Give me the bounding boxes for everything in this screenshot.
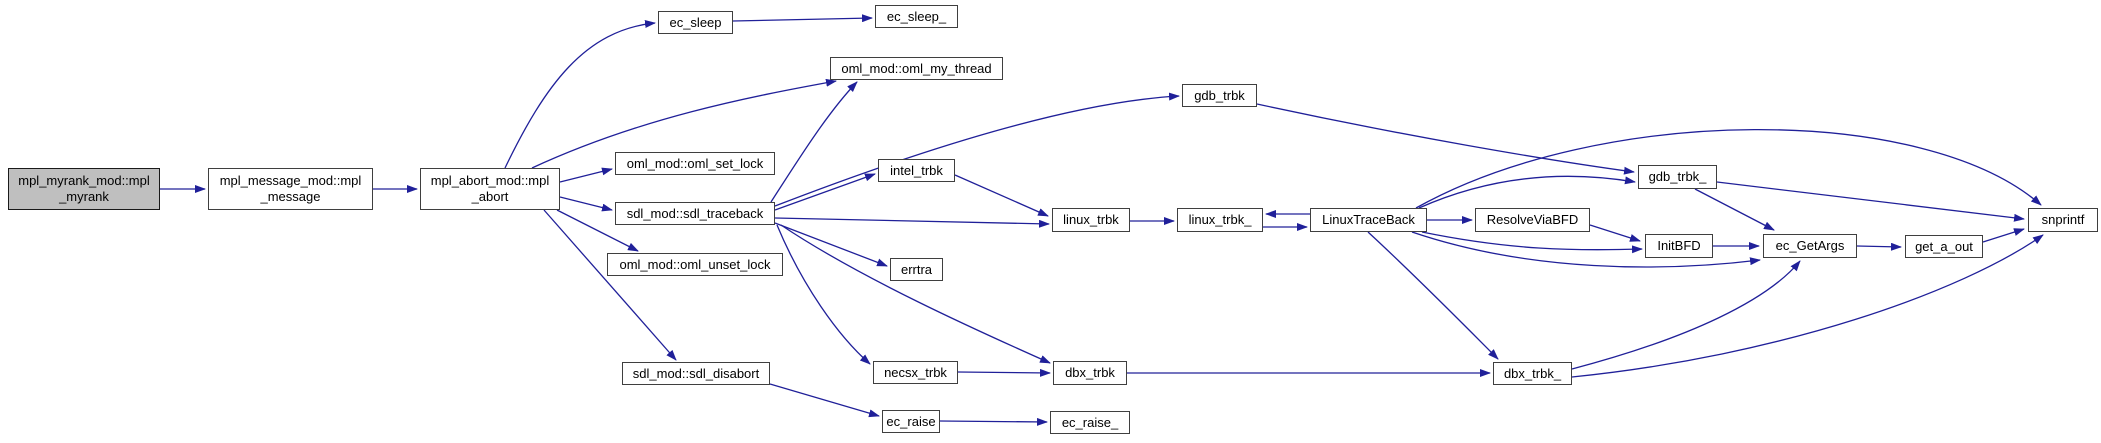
node-mpl_myrank[interactable]: mpl_myrank_mod::mpl _myrank (8, 168, 160, 210)
edge-mpl_abort-to-sdl_disabort (543, 209, 677, 361)
edge-gdb_trbk_-to-snprintf (1716, 181, 2025, 222)
node-linux_trbk[interactable]: linux_trbk (1052, 208, 1130, 232)
node-InitBFD[interactable]: InitBFD (1645, 234, 1713, 258)
node-sdl_disabort[interactable]: sdl_mod::sdl_disabort (622, 362, 770, 385)
edge-ec_sleep-to-ec_sleep_ (732, 14, 873, 23)
edge-dbx_trbk_-to-ec_GetArgs (1571, 260, 1801, 370)
edge-necsx_trbk-to-dbx_trbk (957, 368, 1051, 377)
node-linux_trbk_[interactable]: linux_trbk_ (1177, 208, 1263, 232)
edge-get_a_out-to-snprintf (1982, 228, 2025, 243)
edge-sdl_traceback-to-errtra (774, 222, 888, 267)
edge-LinuxTraceBack-to-ec_GetArgs (1411, 231, 1761, 268)
node-dbx_trbk[interactable]: dbx_trbk (1053, 361, 1127, 385)
edge-mpl_abort-to-oml_my_thread (531, 78, 837, 169)
edge-mpl_abort-to-oml_unset_lock (556, 209, 639, 252)
node-errtra[interactable]: errtra (890, 258, 943, 281)
node-necsx_trbk[interactable]: necsx_trbk (873, 361, 958, 384)
node-ec_sleep_[interactable]: ec_sleep_ (875, 5, 958, 28)
edge-gdb_trbk_-to-ec_GetArgs (1694, 188, 1775, 231)
edge-sdl_traceback-to-linux_trbk (774, 217, 1050, 228)
edge-ec_GetArgs-to-get_a_out (1856, 242, 1902, 251)
node-mpl_abort[interactable]: mpl_abort_mod::mpl _abort (420, 168, 560, 210)
edge-LinuxTraceBack-to-gdb_trbk_ (1418, 175, 1636, 209)
edge-sdl_disabort-to-ec_raise (769, 383, 880, 418)
node-ec_raise_[interactable]: ec_raise_ (1050, 411, 1130, 434)
node-ResolveViaBFD[interactable]: ResolveViaBFD (1475, 208, 1590, 232)
edge-sdl_traceback-to-necsx_trbk (776, 224, 871, 365)
edge-intel_trbk-to-linux_trbk (954, 174, 1049, 217)
node-get_a_out[interactable]: get_a_out (1905, 235, 1983, 258)
node-sdl_traceback[interactable]: sdl_mod::sdl_traceback (615, 202, 775, 225)
node-ec_sleep[interactable]: ec_sleep (658, 11, 733, 34)
edge-LinuxTraceBack-to-InitBFD (1421, 231, 1643, 254)
node-gdb_trbk[interactable]: gdb_trbk (1182, 84, 1257, 107)
edge-mpl_abort-to-sdl_traceback (559, 196, 613, 212)
node-oml_my_thread[interactable]: oml_mod::oml_my_thread (830, 57, 1003, 80)
edge-ec_raise-to-ec_raise_ (939, 417, 1048, 426)
node-snprintf[interactable]: snprintf (2028, 208, 2098, 232)
node-ec_GetArgs[interactable]: ec_GetArgs (1763, 234, 1857, 258)
edge-mpl_abort-to-ec_sleep (504, 20, 656, 169)
node-LinuxTraceBack[interactable]: LinuxTraceBack (1310, 208, 1427, 232)
edge-sdl_traceback-to-gdb_trbk (774, 92, 1180, 207)
edge-gdb_trbk-to-gdb_trbk_ (1256, 103, 1635, 175)
node-gdb_trbk_[interactable]: gdb_trbk_ (1638, 165, 1717, 189)
edge-ResolveViaBFD-to-InitBFD (1589, 224, 1641, 242)
edge-sdl_traceback-to-dbx_trbk (780, 224, 1051, 364)
edge-LinuxTraceBack-to-dbx_trbk_ (1367, 231, 1499, 360)
node-oml_unset_lock[interactable]: oml_mod::oml_unset_lock (607, 253, 783, 276)
node-mpl_message[interactable]: mpl_message_mod::mpl _message (208, 168, 373, 210)
edge-sdl_traceback-to-intel_trbk (774, 173, 876, 211)
edge-dbx_trbk_-to-snprintf (1571, 234, 2044, 378)
edge-mpl_abort-to-oml_set_lock (559, 167, 613, 183)
edge-LinuxTraceBack-to-snprintf (1415, 129, 2042, 209)
node-intel_trbk[interactable]: intel_trbk (878, 159, 955, 182)
edge-sdl_traceback-to-oml_my_thread (770, 81, 858, 203)
node-ec_raise[interactable]: ec_raise (882, 410, 940, 433)
node-oml_set_lock[interactable]: oml_mod::oml_set_lock (615, 152, 775, 175)
node-dbx_trbk_[interactable]: dbx_trbk_ (1493, 362, 1572, 385)
